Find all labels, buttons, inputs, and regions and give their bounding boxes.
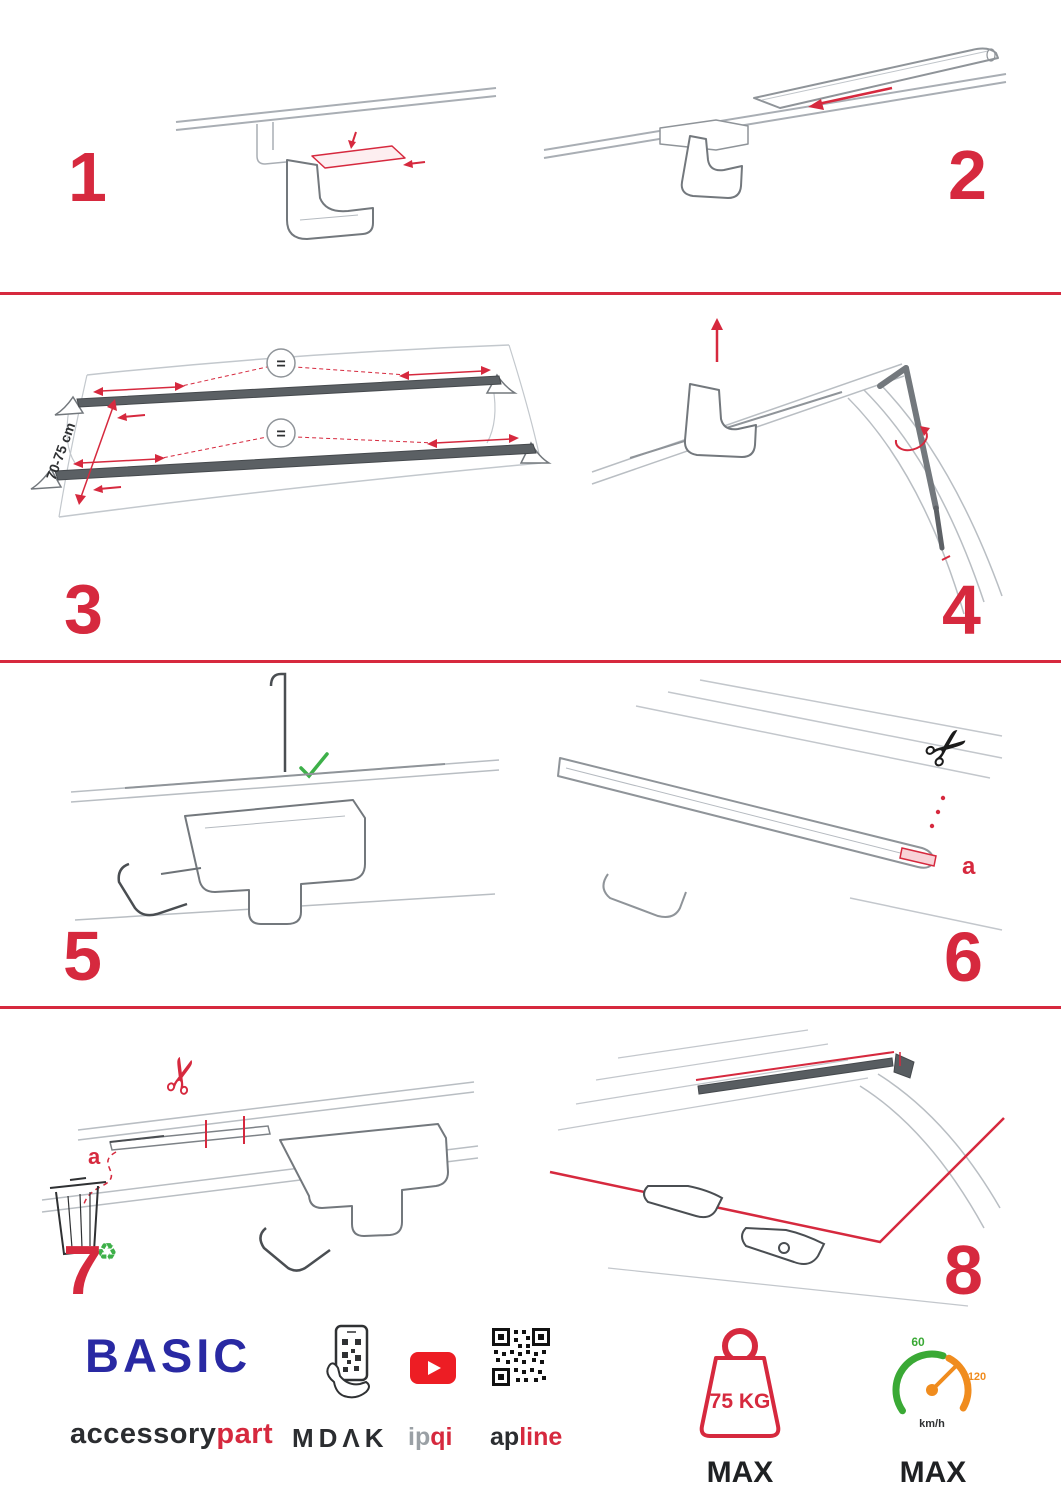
phone-qr-icon (326, 1324, 370, 1399)
label-a: a (962, 853, 976, 880)
highlight-outline (549, 1117, 1005, 1244)
speed-unit-label: km/h (919, 1418, 945, 1430)
claw-foot (117, 862, 202, 917)
step-1-number: 1 (68, 138, 107, 216)
rubber-strip (109, 1125, 271, 1151)
brand-accessory-text: accessory (70, 1418, 217, 1450)
section-divider (0, 292, 1061, 295)
step-3-number: 3 (64, 570, 103, 648)
step-7-illustration: ✂ a ♻ (41, 1049, 479, 1272)
step-2-panel: 2 (530, 20, 1030, 270)
cut-marks (205, 1116, 245, 1148)
clamp-body (680, 135, 743, 199)
speed-high-label: 120 (968, 1371, 986, 1383)
insert-arrow (711, 318, 723, 362)
weight-value: 75 KG (710, 1390, 771, 1413)
cut-dots (929, 795, 946, 829)
footer: BASIC accessorypart MDΛK i (0, 1318, 1061, 1500)
slide-arrow (808, 86, 893, 110)
speed-max-label: MAX (899, 1456, 967, 1489)
rear-crossbar (54, 373, 518, 416)
step-5-illustration (70, 672, 500, 925)
crossbar (557, 757, 935, 869)
speed-low-label: 60 (911, 1335, 925, 1349)
scissors-icon: ✂ (150, 1049, 215, 1102)
step-8-illustration (549, 1029, 1005, 1307)
step-3-illustration: = = 70-75 cm (30, 344, 552, 518)
dimension-arrows-rear (93, 366, 491, 396)
step-8-number: 8 (944, 1231, 983, 1309)
allen-key-icon (877, 365, 945, 551)
step-6-illustration: ✂ a (557, 679, 1003, 931)
equal-mark-front: = (276, 426, 285, 443)
crossbar (753, 47, 999, 109)
clamp-body (683, 383, 757, 458)
step-7-number: 7 (63, 1231, 102, 1309)
hand-shape (326, 1362, 370, 1399)
step-2-illustration (543, 47, 1007, 199)
brand-basic: BASIC (85, 1329, 252, 1382)
slide-arrows (93, 413, 146, 493)
trash-bin-icon (49, 1177, 107, 1256)
clamp-body (286, 159, 374, 240)
recycle-icon: ♻ (96, 1238, 118, 1266)
apline-red-text: line (519, 1423, 563, 1451)
step-4-panel: 4 (580, 305, 1030, 657)
weight-max-label: MAX (706, 1456, 774, 1489)
rubber-pad (311, 131, 426, 169)
gauge-needle (930, 1362, 960, 1392)
step-7-panel: ✂ a ♻ (25, 1015, 490, 1323)
step-4-illustration (591, 318, 1003, 615)
step-8-panel: 8 (540, 1015, 1035, 1325)
partner-apline: apline (490, 1423, 562, 1452)
step-3-panel: = = 70-75 cm (20, 300, 565, 660)
equal-mark-rear: = (276, 356, 285, 373)
partner-ipqi: ipqi (408, 1423, 452, 1452)
check-icon (299, 752, 329, 779)
apline-black-text: ap (490, 1423, 520, 1451)
rubber-strip-end (899, 847, 937, 867)
mounting-feet (643, 1185, 826, 1265)
ipqi-gray-text: ip (408, 1423, 431, 1451)
step-6-panel: ✂ a 6 (540, 672, 1032, 1004)
discard-path (83, 1151, 117, 1205)
clamp-body (184, 799, 366, 925)
speedometer-icon: 60 120 km/h (892, 1335, 986, 1430)
step-4-number: 4 (942, 571, 981, 649)
claw-foot (259, 1227, 331, 1272)
crossbar (695, 1051, 915, 1095)
foot (602, 873, 687, 918)
rotate-arrow (894, 426, 930, 452)
hook-rod (269, 672, 287, 772)
section-divider (0, 660, 1061, 663)
section-divider (0, 1006, 1061, 1009)
step-2-number: 2 (948, 136, 987, 214)
ipqi-red-text: qi (430, 1423, 453, 1451)
brand-accessorypart: accessorypart (70, 1418, 273, 1451)
label-a: a (88, 1144, 101, 1169)
step-5-number: 5 (63, 917, 102, 995)
youtube-icon (410, 1352, 456, 1384)
step-6-number: 6 (944, 918, 983, 996)
weight-icon: 75 KG (699, 1328, 781, 1438)
brand-part-text: part (216, 1418, 274, 1450)
qr-code-icon (490, 1326, 552, 1388)
partner-mdak: MDΛK (292, 1423, 389, 1453)
step-5-panel: 5 (55, 665, 525, 1005)
clamp-body (279, 1123, 449, 1237)
step-1-illustration (175, 87, 497, 240)
front-crossbar (30, 441, 552, 490)
step-1-panel: 1 (60, 28, 500, 283)
